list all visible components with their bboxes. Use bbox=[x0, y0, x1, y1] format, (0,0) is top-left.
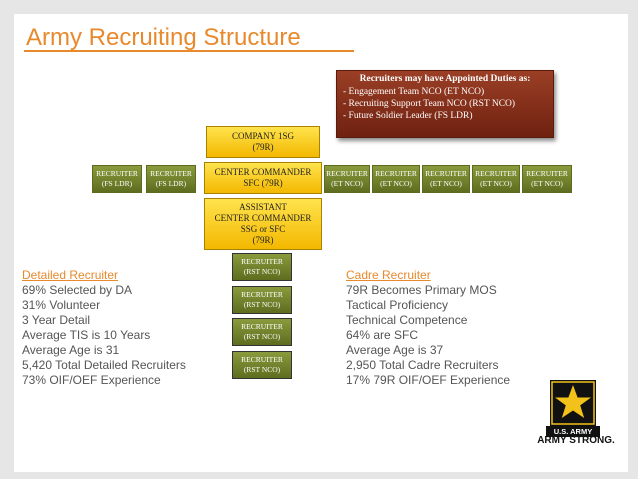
box-line: (79R) bbox=[252, 235, 274, 245]
callout-title: Recruiters may have Appointed Duties as: bbox=[359, 74, 531, 84]
recruiter-rst-nco-box: RECRUITER (RST NCO) bbox=[232, 351, 292, 379]
box-line: (ET NCO) bbox=[331, 179, 363, 188]
box-line: RECRUITER bbox=[241, 290, 283, 299]
page-title: Army Recruiting Structure bbox=[26, 24, 301, 51]
box-line: RECRUITER bbox=[96, 169, 138, 178]
stat-line: 31% Volunteer bbox=[22, 298, 101, 312]
recruiter-et-nco-box: RECRUITER (ET NCO) bbox=[324, 165, 370, 193]
recruiter-fs-ldr-box: RECRUITER (FS LDR) bbox=[92, 165, 142, 193]
stat-line: 73% OIF/OEF Experience bbox=[22, 373, 161, 387]
stat-line: 69% Selected by DA bbox=[22, 283, 133, 297]
recruiter-et-nco-box: RECRUITER (ET NCO) bbox=[472, 165, 520, 193]
center-commander-box: CENTER COMMANDER SFC (79R) bbox=[204, 162, 322, 194]
stat-line: 2,950 Total Cadre Recruiters bbox=[346, 358, 499, 372]
box-line: (RST NCO) bbox=[243, 267, 281, 276]
callout-line: - Future Soldier Leader (FS LDR) bbox=[343, 111, 473, 121]
logo-badge-text: U.S. ARMY bbox=[554, 427, 592, 436]
recruiter-et-nco-box: RECRUITER (ET NCO) bbox=[422, 165, 470, 193]
stat-line: Technical Competence bbox=[346, 313, 468, 327]
stat-line: Average Age is 31 bbox=[22, 343, 120, 357]
box-line: ASSISTANT bbox=[239, 202, 287, 212]
box-line: (FS LDR) bbox=[101, 179, 133, 188]
cadre-recruiter-stats: Cadre Recruiter 79R Becomes Primary MOS … bbox=[346, 268, 510, 388]
assistant-center-commander-box: ASSISTANT CENTER COMMANDER SSG or SFC (7… bbox=[204, 198, 322, 250]
box-line: (RST NCO) bbox=[243, 300, 281, 309]
box-line: (ET NCO) bbox=[531, 179, 563, 188]
box-line: (FS LDR) bbox=[155, 179, 187, 188]
box-line: CENTER COMMANDER bbox=[214, 167, 312, 177]
us-army-star-logo: U.S. ARMY bbox=[546, 380, 600, 437]
appointed-duties-callout: Recruiters may have Appointed Duties as:… bbox=[336, 70, 554, 138]
recruiter-et-nco-box: RECRUITER (ET NCO) bbox=[372, 165, 420, 193]
recruiter-fs-ldr-box: RECRUITER (FS LDR) bbox=[146, 165, 196, 193]
recruiter-rst-nco-box: RECRUITER (RST NCO) bbox=[232, 286, 292, 314]
detailed-recruiter-heading: Detailed Recruiter bbox=[22, 268, 119, 282]
stat-line: 64% are SFC bbox=[346, 328, 419, 342]
stat-line: Average TIS is 10 Years bbox=[22, 328, 151, 342]
detailed-recruiter-stats: Detailed Recruiter 69% Selected by DA 31… bbox=[22, 268, 186, 388]
callout-line: - Recruiting Support Team NCO (RST NCO) bbox=[343, 99, 516, 109]
box-line: RECRUITER bbox=[375, 169, 417, 178]
box-line: RECRUITER bbox=[241, 322, 283, 331]
box-line: RECRUITER bbox=[475, 169, 517, 178]
cadre-recruiter-heading: Cadre Recruiter bbox=[346, 268, 431, 282]
army-strong-tagline: ARMY STRONG. bbox=[537, 435, 615, 446]
stat-line: Tactical Proficiency bbox=[346, 298, 449, 312]
box-line: (ET NCO) bbox=[430, 179, 462, 188]
box-line: (ET NCO) bbox=[480, 179, 512, 188]
box-line: (RST NCO) bbox=[243, 332, 281, 341]
callout-line: - Engagement Team NCO (ET NCO) bbox=[343, 87, 485, 97]
box-line: SSG or SFC bbox=[240, 224, 286, 234]
box-line: RECRUITER bbox=[241, 257, 283, 266]
box-line: RECRUITER bbox=[150, 169, 192, 178]
stat-line: 3 Year Detail bbox=[22, 313, 91, 327]
box-line: (79R) bbox=[252, 142, 274, 152]
box-line: CENTER COMMANDER bbox=[214, 213, 312, 223]
recruiter-rst-nco-box: RECRUITER (RST NCO) bbox=[232, 318, 292, 346]
box-line: RECRUITER bbox=[526, 169, 568, 178]
recruiter-rst-nco-box: RECRUITER (RST NCO) bbox=[232, 253, 292, 281]
recruiter-et-nco-box: RECRUITER (ET NCO) bbox=[522, 165, 572, 193]
stat-line: 5,420 Total Detailed Recruiters bbox=[22, 358, 186, 372]
stat-line: 17% 79R OIF/OEF Experience bbox=[346, 373, 511, 387]
box-line: RECRUITER bbox=[241, 355, 283, 364]
box-line: RECRUITER bbox=[326, 169, 368, 178]
box-line: (RST NCO) bbox=[243, 365, 281, 374]
stat-line: 79R Becomes Primary MOS bbox=[346, 283, 497, 297]
company-1sg-box: COMPANY 1SG (79R) bbox=[206, 126, 320, 158]
box-line: (ET NCO) bbox=[380, 179, 412, 188]
box-line: SFC (79R) bbox=[243, 178, 283, 188]
stat-line: Average Age is 37 bbox=[346, 343, 444, 357]
title-underline bbox=[24, 50, 354, 52]
box-line: COMPANY 1SG bbox=[231, 131, 295, 141]
box-line: RECRUITER bbox=[425, 169, 467, 178]
